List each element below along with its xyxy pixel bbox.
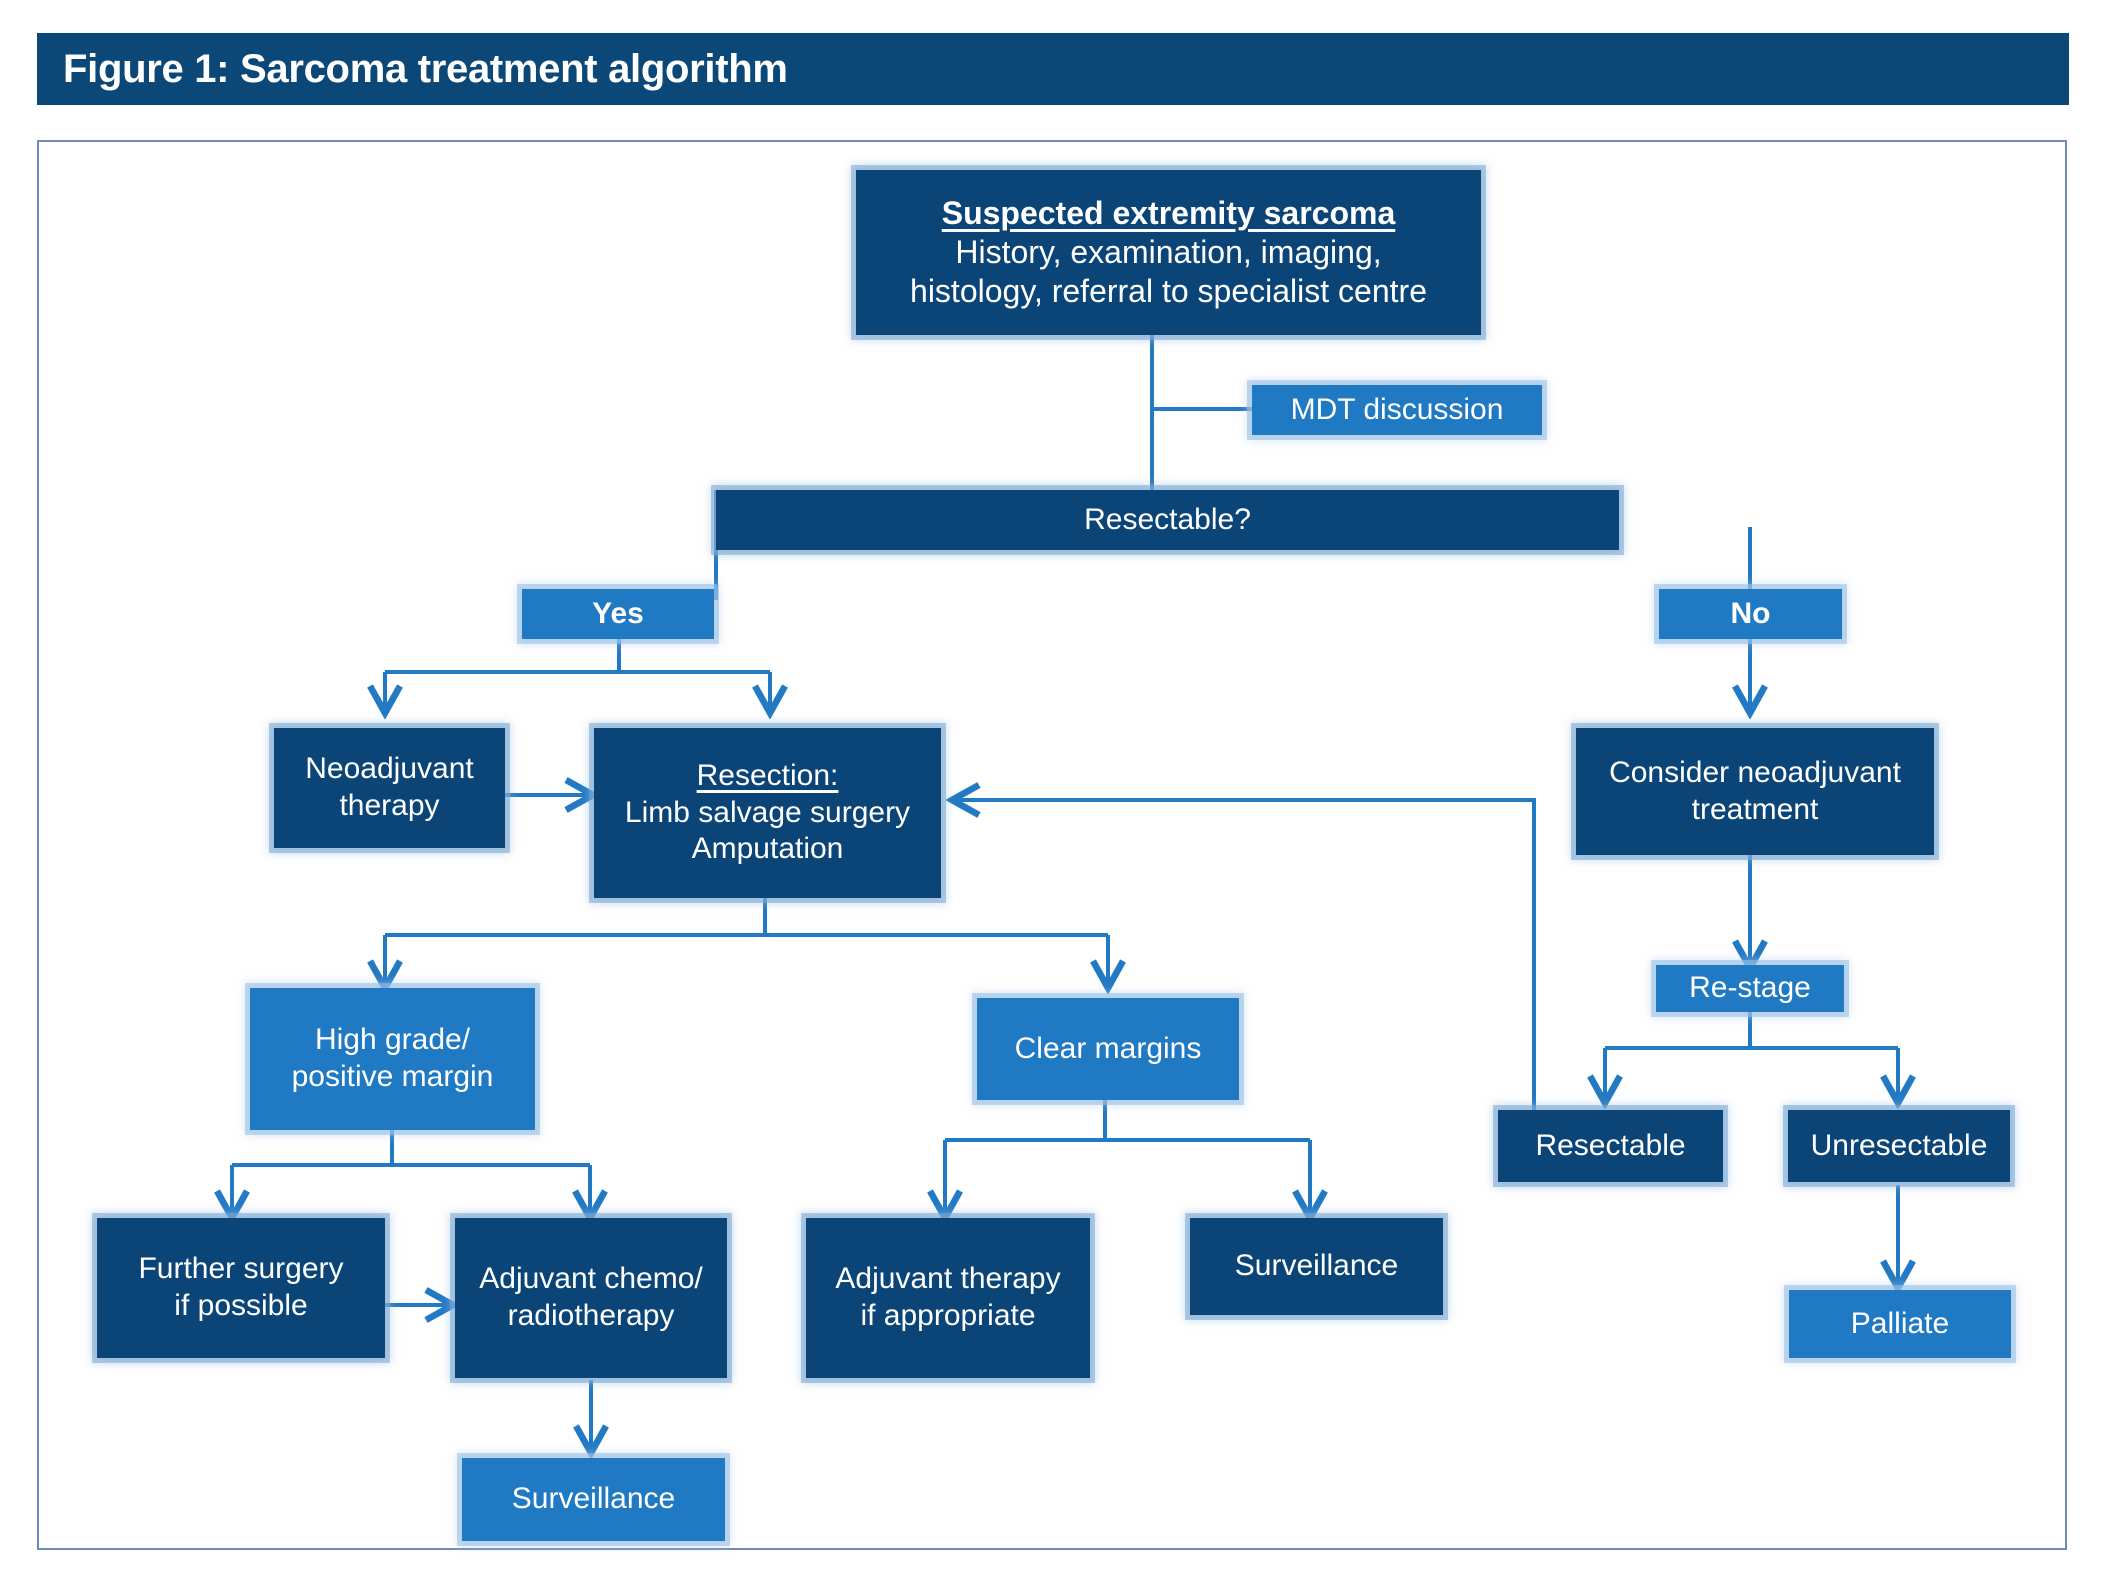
node-unresectable-outcome-label: Unresectable [1810,1128,1988,1162]
node-mdt-label: MDT discussion [1290,392,1504,426]
node-adjuvant-therapy-line1: Adjuvant therapy [835,1262,1061,1296]
node-clear-margins[interactable]: Clear margins [977,998,1239,1100]
node-suspected-line1: Suspected extremity sarcoma [941,194,1396,231]
node-re-stage[interactable]: Re-stage [1656,965,1844,1012]
node-resectable-outcome-label: Resectable [1535,1128,1686,1162]
node-adjuvant-therapy-if-appropriate[interactable]: Adjuvant therapy if appropriate [806,1218,1090,1378]
node-adjuvant-chemo-line1: Adjuvant chemo/ [479,1262,703,1296]
node-unresectable-outcome[interactable]: Unresectable [1788,1110,2010,1182]
node-suspected-line3: histology, referral to specialist centre [910,273,1427,310]
node-surveillance-bottom-label: Surveillance [511,1482,676,1516]
node-re-stage-label: Re-stage [1689,971,1811,1005]
node-neoadjuvant-therapy[interactable]: Neoadjuvant therapy [274,728,505,848]
node-further-surgery[interactable]: Further surgery if possible [97,1218,385,1358]
page-title: Figure 1: Sarcoma treatment algorithm [63,46,788,91]
node-adjuvant-chemo-radiotherapy[interactable]: Adjuvant chemo/ radiotherapy [455,1218,727,1378]
node-adjuvant-chemo-line2: radiotherapy [507,1299,675,1332]
node-high-grade-line2: positive margin [291,1060,494,1093]
node-resection-line3: Amputation [691,832,844,866]
node-consider-neoadjuvant-line2: treatment [1691,792,1819,826]
node-resectable-question-label: Resectable? [1084,502,1251,536]
node-palliate-label: Palliate [1850,1306,1950,1340]
figure-title-bar: Figure 1: Sarcoma treatment algorithm [37,33,2069,105]
node-high-grade-line1: High grade/ [314,1023,471,1057]
node-clear-margins-label: Clear margins [1014,1031,1202,1065]
node-consider-neoadjuvant-line1: Consider neoadjuvant [1609,755,1901,789]
node-resectable-question[interactable]: Resectable? [716,490,1619,550]
node-neoadjuvant-line1: Neoadjuvant [305,752,474,786]
node-neoadjuvant-line2: therapy [339,789,440,822]
node-surveillance-middle-label: Surveillance [1234,1249,1399,1283]
node-surveillance-middle[interactable]: Surveillance [1190,1218,1443,1315]
node-further-surgery-line1: Further surgery [138,1252,344,1286]
node-yes-text: Yes [592,596,644,630]
node-yes-label[interactable]: Yes [522,589,714,639]
node-suspected-extremity-sarcoma[interactable]: Suspected extremity sarcoma History, exa… [856,170,1481,335]
node-surveillance-bottom[interactable]: Surveillance [462,1458,725,1541]
node-no-label[interactable]: No [1659,589,1842,639]
node-resection-line2: Limb salvage surgery [624,795,911,829]
node-palliate[interactable]: Palliate [1789,1290,2011,1358]
node-mdt-discussion[interactable]: MDT discussion [1252,385,1542,435]
node-adjuvant-therapy-line2: if appropriate [860,1299,1036,1332]
node-resectable-outcome[interactable]: Resectable [1498,1110,1723,1182]
node-resection-line1: Resection: [696,759,839,793]
node-consider-neoadjuvant-treatment[interactable]: Consider neoadjuvant treatment [1576,728,1934,855]
node-no-text: No [1730,596,1771,630]
node-further-surgery-line2: if possible [174,1289,308,1322]
node-resection[interactable]: Resection: Limb salvage surgery Amputati… [594,728,941,898]
node-suspected-line2: History, examination, imaging, [955,233,1382,270]
node-high-grade-positive-margin[interactable]: High grade/ positive margin [250,988,535,1130]
